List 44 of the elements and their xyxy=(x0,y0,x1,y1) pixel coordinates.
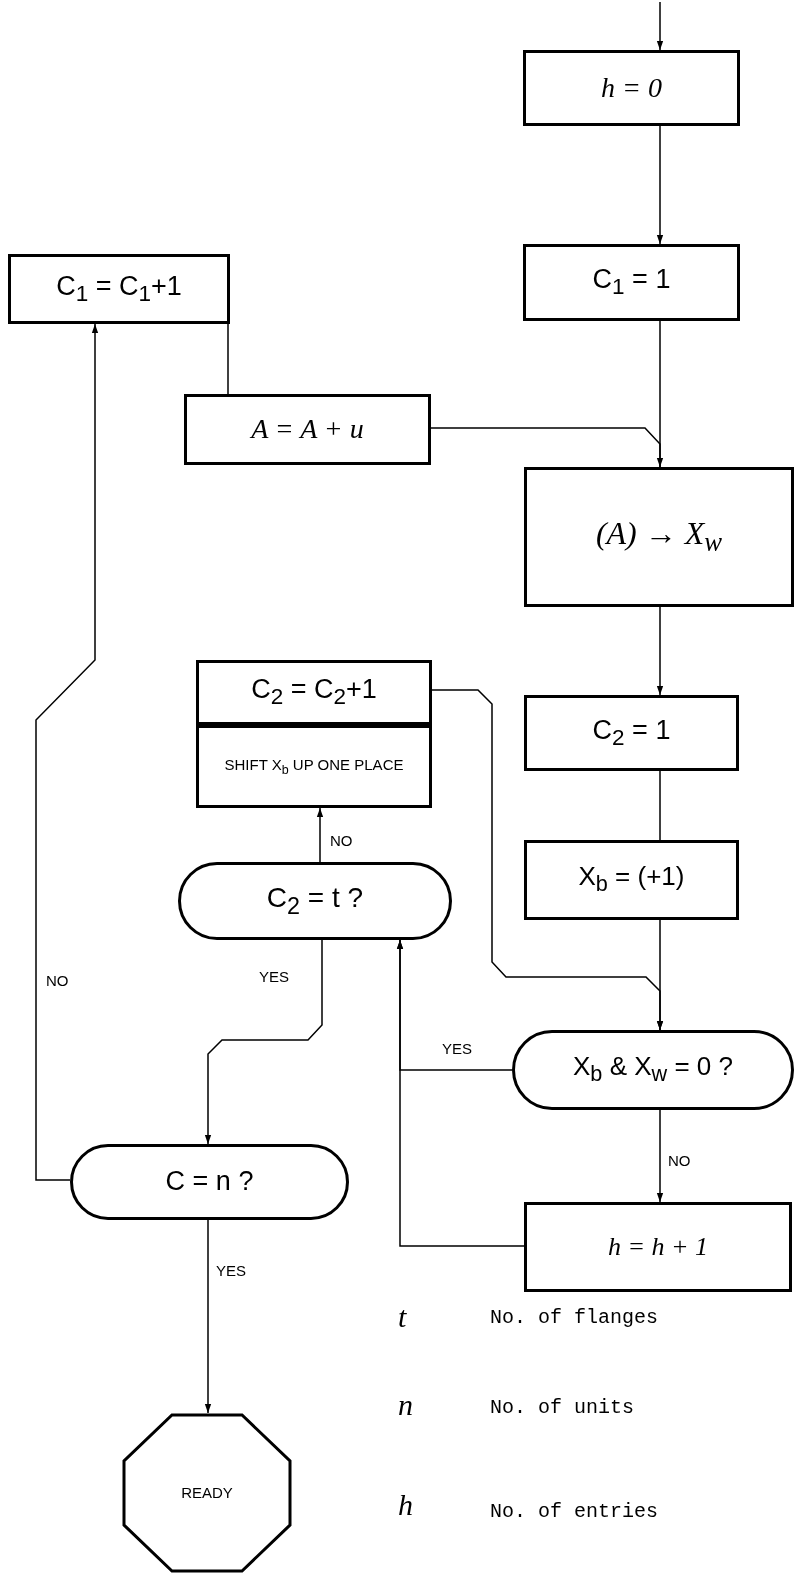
node-text: A = A + u xyxy=(251,413,364,446)
connector-line xyxy=(659,770,661,841)
arrow xyxy=(430,427,664,468)
node-text: SHIFT X$_{b}$ UP ONE PLACE xyxy=(224,755,404,778)
legend-symbol: n xyxy=(398,1388,413,1422)
arrow xyxy=(204,1219,212,1414)
node-text: h = h + 1 xyxy=(607,1232,709,1262)
connector-line xyxy=(227,323,229,395)
node-text: X$_{b}$ & X$_{w}$ = 0 ? xyxy=(573,1052,733,1088)
process-box xyxy=(524,695,739,771)
arrow xyxy=(316,807,324,863)
process-box xyxy=(196,660,432,725)
decision-terminal xyxy=(512,1030,794,1110)
arrow xyxy=(656,1109,664,1203)
node-text: X$_{b}$ = (+1) xyxy=(578,862,685,898)
arrow xyxy=(204,939,323,1145)
node-text: READY xyxy=(181,1484,233,1502)
process-box xyxy=(524,1202,792,1292)
arrow xyxy=(656,125,664,245)
legend-symbol: t xyxy=(398,1300,407,1334)
node-text: h = 0 xyxy=(601,71,662,105)
arrow xyxy=(656,606,664,696)
process-box xyxy=(524,840,739,920)
node-text: C$_{2}$ = 1 xyxy=(592,714,671,752)
legend-symbol: h xyxy=(398,1488,413,1522)
legend-description: No. of units xyxy=(490,1396,635,1419)
process-box xyxy=(523,244,740,321)
process-box xyxy=(8,254,230,324)
node-text: (A) → X$_{w}$ xyxy=(595,515,723,559)
node-text: C = n ? xyxy=(165,1166,254,1198)
stop-octagon xyxy=(122,1413,292,1573)
node-text: C$_{1}$ = 1 xyxy=(592,264,671,301)
node-text: C$_{2}$ = C$_{2}$+1 xyxy=(251,674,377,711)
process-box xyxy=(523,50,740,126)
arrow xyxy=(431,689,664,1031)
arrow xyxy=(35,323,99,1181)
arrow xyxy=(396,939,525,1247)
process-box xyxy=(524,467,794,607)
arrow xyxy=(656,1,664,51)
process-box xyxy=(196,725,432,808)
legend-description: No. of entries xyxy=(490,1500,659,1523)
process-box xyxy=(184,394,431,465)
node-text: C$_{2}$ = t ? xyxy=(266,882,364,920)
node-text: C$_{1}$ = C$_{1}$+1 xyxy=(56,270,182,308)
